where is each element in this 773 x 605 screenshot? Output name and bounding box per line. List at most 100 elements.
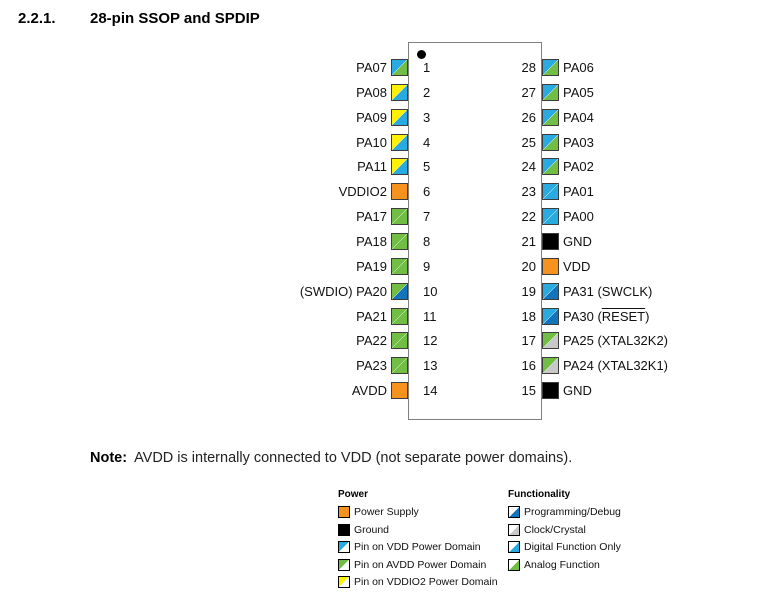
pin-label: PA21 — [356, 308, 387, 324]
legend-color-swatch — [508, 523, 520, 536]
pin-row-pa31-swclk: PA31 (SWCLK) — [542, 282, 653, 300]
pin-color-swatch — [542, 307, 559, 325]
pin-number: 20 — [521, 258, 536, 274]
pin-number: 21 — [521, 234, 536, 249]
pin-label: PA31 (SWCLK) — [563, 283, 653, 299]
pin-color-swatch — [391, 133, 408, 151]
pin-number: 5 — [423, 159, 431, 175]
pin-color-swatch — [542, 208, 559, 226]
pin-row-pa24-xtal32k1: PA24 (XTAL32K1) — [542, 357, 668, 375]
pin-color-swatch — [542, 332, 559, 350]
chip-package-outline — [408, 42, 542, 420]
pin-number: 15 — [521, 383, 536, 399]
legend-item-label: Clock/Crystal — [524, 523, 586, 536]
page-title: 28-pin SSOP and SPDIP — [90, 10, 260, 27]
pin-label: GND — [563, 234, 592, 249]
pin-color-swatch — [391, 357, 408, 375]
pin-number: 17 — [521, 333, 536, 349]
legend-color-swatch — [338, 558, 350, 571]
pin-number: 12 — [423, 333, 438, 349]
pin-row-pa21: PA21 — [150, 307, 408, 325]
pin-color-swatch — [391, 183, 408, 201]
legend-item-label: Programming/Debug — [524, 506, 621, 518]
pin-label: PA23 — [356, 358, 387, 374]
pin-number: 13 — [423, 358, 438, 374]
legend-item-label: Ground — [354, 523, 390, 536]
note-text: AVDD is internally connected to VDD (not… — [134, 450, 573, 466]
pin-row-pa04: PA04 — [542, 108, 594, 126]
legend-item: Ground — [338, 523, 498, 536]
section-number: 2.2.1. — [18, 10, 56, 27]
pin-color-swatch — [542, 233, 559, 250]
pin-number: 11 — [423, 308, 437, 324]
pin-label: PA06 — [563, 60, 594, 75]
pin-label: PA19 — [356, 258, 387, 274]
pin-row-pa00: PA00 — [542, 208, 594, 226]
pin-label: PA18 — [356, 234, 387, 249]
pin-row-pa30-reset: PA30 (RESET) — [542, 307, 650, 325]
pin-color-swatch — [542, 133, 559, 151]
legend-item-label: Pin on VDDIO2 Power Domain — [354, 576, 498, 588]
legend-color-swatch — [508, 506, 520, 518]
legend-color-swatch — [338, 523, 350, 536]
pin-label: PA09 — [356, 109, 387, 125]
pin-label: PA10 — [356, 134, 387, 150]
pin-color-swatch — [391, 208, 408, 226]
legend-color-swatch — [338, 506, 350, 518]
pin-label: PA04 — [563, 109, 594, 125]
legend-item: Power Supply — [338, 506, 498, 518]
pin-color-swatch — [542, 183, 559, 201]
legend-item-label: Digital Function Only — [524, 541, 621, 553]
pin-number: 2 — [423, 84, 431, 100]
pin-color-swatch — [391, 257, 408, 275]
pin-label: VDDIO2 — [338, 184, 387, 200]
pin-label: PA03 — [563, 134, 594, 150]
pin-number: 18 — [521, 308, 536, 324]
pin-row-pa22: PA22 — [150, 332, 408, 350]
pin-number: 28 — [521, 60, 536, 75]
legend-item-label: Pin on AVDD Power Domain — [354, 558, 487, 571]
pin-row-pa18: PA18 — [150, 233, 408, 250]
pin-label: PA30 (RESET) — [563, 308, 650, 324]
legend-power-header: Power — [338, 489, 369, 500]
pin-label: GND — [563, 383, 592, 399]
pin1-indicator-dot — [417, 50, 426, 59]
pin-row-pa25-xtal32k2: PA25 (XTAL32K2) — [542, 332, 668, 350]
note-label: Note: — [90, 450, 128, 466]
pin-number: 19 — [521, 283, 536, 299]
pin-number: 9 — [423, 258, 431, 274]
pin-row-pa23: PA23 — [150, 357, 408, 375]
pin-color-swatch — [391, 158, 408, 176]
pin-number: 22 — [521, 209, 536, 225]
pin-color-swatch — [542, 158, 559, 176]
pin-row-pa08: PA08 — [150, 83, 408, 101]
pin-number: 7 — [423, 209, 431, 225]
pin-label: PA02 — [563, 159, 594, 175]
pin-color-swatch — [391, 108, 408, 126]
pin-number: 1 — [423, 60, 431, 75]
pin-color-swatch — [391, 307, 408, 325]
pin-color-swatch — [391, 233, 408, 250]
pin-color-swatch — [391, 83, 408, 101]
note: Note: AVDD is internally connected to VDD… — [90, 450, 572, 466]
legend-item-label: Power Supply — [354, 506, 419, 518]
legend-color-swatch — [338, 576, 350, 588]
legend-item: Pin on VDDIO2 Power Domain — [338, 576, 498, 588]
pin-number: 10 — [423, 283, 438, 299]
pin-number: 16 — [521, 358, 536, 374]
pin-number: 4 — [423, 134, 431, 150]
legend-item: Pin on AVDD Power Domain — [338, 558, 498, 571]
pin-color-swatch — [542, 282, 559, 300]
pin-number: 26 — [521, 109, 536, 125]
pin-row-avdd: AVDD — [150, 382, 408, 400]
legend-item: Pin on VDD Power Domain — [338, 541, 498, 553]
legend-item: Programming/Debug — [508, 506, 621, 518]
pin-color-swatch — [542, 382, 559, 400]
pin-number: 24 — [521, 159, 536, 175]
pin-row-pa17: PA17 — [150, 208, 408, 226]
pin-row-pa10: PA10 — [150, 133, 408, 151]
legend-item-label: Analog Function — [524, 558, 600, 571]
